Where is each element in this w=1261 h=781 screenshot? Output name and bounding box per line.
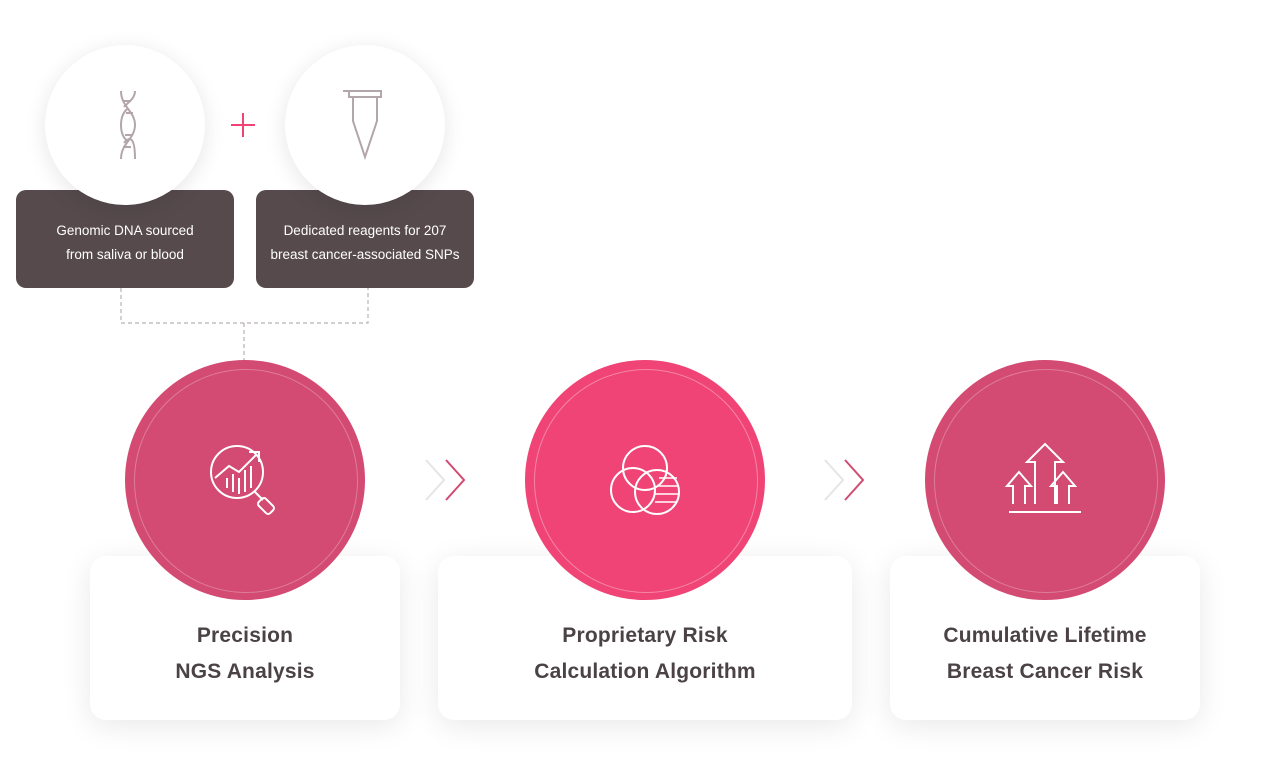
chevron-right-icon	[425, 459, 466, 501]
chevron-right-icon	[824, 459, 865, 501]
step-label-line2: Calculation Algorithm	[534, 660, 756, 683]
input-label-line1: Genomic DNA sourced	[56, 223, 194, 238]
step-card-risk-algorithm: Proprietary Risk Calculation Algorithm	[438, 556, 852, 720]
test-tube-icon	[343, 90, 382, 161]
dna-input-circle	[45, 45, 205, 205]
reagent-input-circle	[285, 45, 445, 205]
step-circle-ngs-analysis	[125, 360, 365, 600]
input-label-line2: from saliva or blood	[66, 247, 184, 262]
step-label-line1: Precision	[196, 624, 294, 647]
input-label-line2: breast cancer-associated SNPs	[270, 247, 460, 262]
input-label-line1: Dedicated reagents for 207	[283, 223, 447, 238]
reagent-input-box: Dedicated reagents for 207 breast cancer…	[256, 190, 474, 288]
step-label-line2: NGS Analysis	[175, 660, 315, 683]
step-circle-risk-algorithm	[525, 360, 765, 600]
step-circle-lifetime-risk	[925, 360, 1165, 600]
step-label-line1: Proprietary Risk	[562, 624, 728, 647]
dna-icon	[120, 90, 137, 160]
step-label-line1: Cumulative Lifetime	[943, 624, 1147, 647]
step-label-line2: Breast Cancer Risk	[946, 660, 1144, 683]
dna-input-box: Genomic DNA sourced from saliva or blood	[16, 190, 234, 288]
plus-icon	[231, 113, 255, 137]
